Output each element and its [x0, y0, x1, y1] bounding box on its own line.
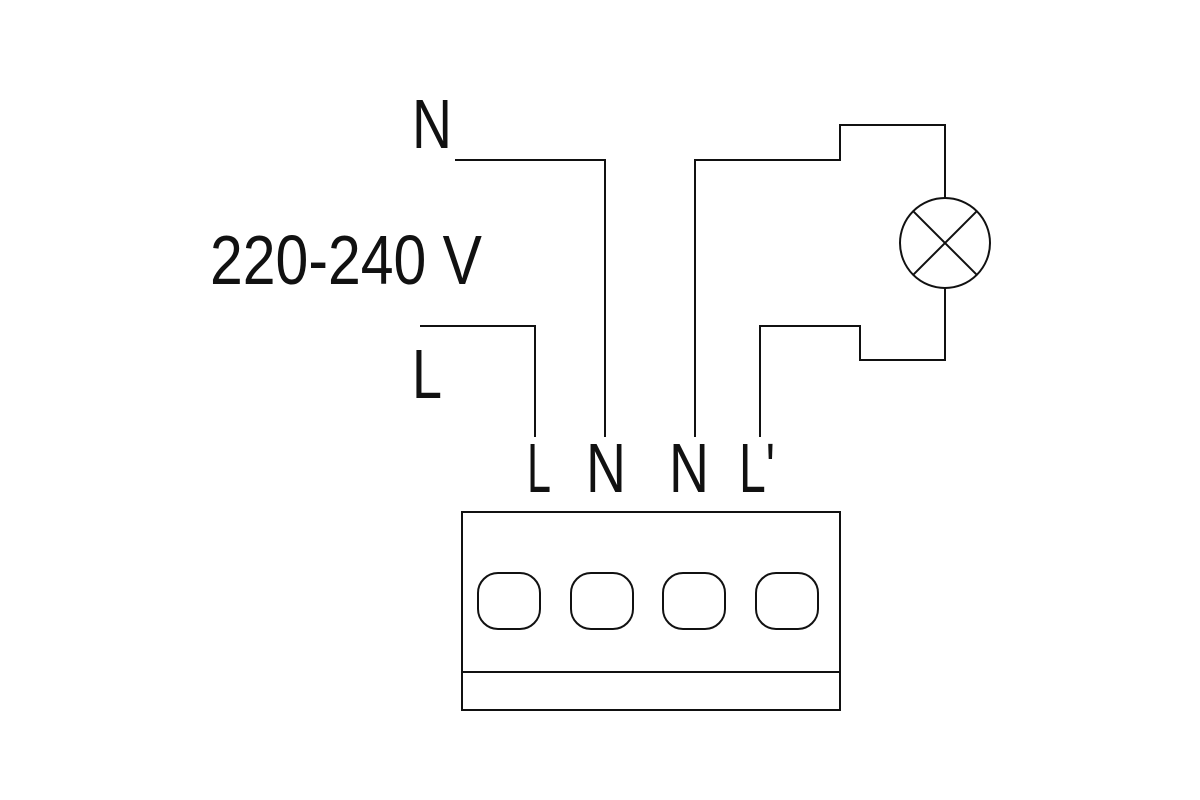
supply-neutral-wire — [455, 159, 606, 437]
voltage-label: 220-240 V — [210, 221, 482, 299]
lamp-live-wire — [759, 288, 946, 437]
terminal-hole-4 — [755, 572, 819, 630]
terminal-block — [461, 511, 841, 711]
terminal-label-n2: N — [669, 429, 709, 507]
lamp-cross-line-2 — [912, 210, 978, 276]
terminal-hole-3 — [662, 572, 726, 630]
supply-live-label: L — [412, 335, 442, 413]
lamp-neutral-wire — [694, 124, 946, 437]
terminal-hole-2 — [570, 572, 634, 630]
terminal-label-l: L — [527, 429, 551, 507]
terminal-label-l-prime: L' — [739, 429, 775, 507]
terminal-hole-1 — [477, 572, 541, 630]
supply-neutral-label: N — [412, 85, 452, 163]
supply-live-wire — [420, 325, 536, 437]
lamp-icon — [899, 197, 991, 289]
terminal-label-n1: N — [586, 429, 626, 507]
